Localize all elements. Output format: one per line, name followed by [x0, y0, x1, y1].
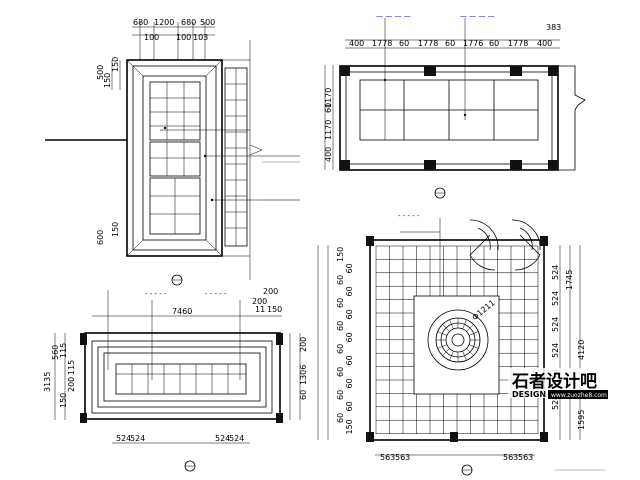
dim-br-left-9: 60 — [336, 344, 345, 354]
dim-bl-blue-1: - - - - - — [145, 290, 167, 298]
dim-br-blue-1: - - - - - — [398, 212, 420, 220]
dim-br-left-14: 60 — [345, 401, 354, 411]
dim-top-2: 1200 — [154, 18, 174, 27]
dim-br-right-2: 4120 — [577, 340, 586, 360]
dim-bl-bottom-3: 524 — [215, 434, 230, 443]
watermark-design: DESIGN — [512, 390, 546, 399]
dim-br-left-11: 60 — [336, 367, 345, 377]
dim-tr-5: 60 — [445, 39, 455, 48]
watermark-logo-text: 石者设计吧 — [511, 371, 597, 392]
dim-top-3: 680 — [181, 18, 196, 27]
dim-top-1: 680 — [133, 18, 148, 27]
dim-tr-2: 1778 — [372, 39, 392, 48]
dim-left-1: 500 — [96, 65, 105, 80]
dim-br-right-3: 1595 — [577, 410, 586, 430]
dim-tr-left-1: 1170 — [324, 88, 333, 108]
dim-br-left-15: 60 — [336, 413, 345, 423]
dim-left-3: 150 — [111, 57, 120, 72]
dim-bl-left-6: 200 — [67, 377, 76, 392]
dim-br-left-16: 150 — [345, 419, 354, 434]
dim-br-left-1: 150 — [336, 247, 345, 262]
dim-left-2: 150 — [103, 73, 112, 88]
dim-bl-main-width: 7460 — [172, 307, 192, 316]
dim-br-left-13: 60 — [336, 390, 345, 400]
dim-tr-9: 400 — [537, 39, 552, 48]
dim-bl-left-2: 150 — [59, 393, 68, 408]
dim-bl-tr-3: 11 — [255, 305, 265, 314]
dim-br-left-5: 60 — [336, 298, 345, 308]
dim-top-6: 100 — [176, 33, 191, 42]
dim-tr-left-3: 1170 — [324, 120, 333, 140]
top-right-ceiling-plan: 400 1778 60 1778 60 1776 60 1778 400 383… — [324, 12, 586, 199]
dim-tr-1: 400 — [349, 39, 364, 48]
dim-tr-corner: 383 — [546, 23, 561, 32]
dim-bl-right-2: 1306 — [299, 365, 308, 385]
dim-left-5: 150 — [111, 222, 120, 237]
dim-br-right-small-6: 524 — [551, 395, 560, 410]
dim-br-left-2: 60 — [345, 263, 354, 273]
dim-bl-left-4: 115 — [59, 343, 68, 358]
dim-bl-blue-2: - - - - - — [205, 290, 227, 298]
watermark-url: www.zuozhe8.com — [551, 392, 607, 399]
dim-tr-blue-1: — — — — — [376, 12, 411, 20]
dim-top-5: 100 — [144, 33, 159, 42]
dim-tr-left-2: 60 — [324, 103, 333, 113]
dim-tr-7: 60 — [489, 39, 499, 48]
dim-br-bottom-3: 563 — [503, 453, 518, 462]
dim-top-4: 500 — [200, 18, 215, 27]
dim-bl-left-3: 560 — [51, 345, 60, 360]
bottom-left-elevation: 200 200 11 150 - - - - - - - - - - 7460 … — [43, 287, 308, 472]
dim-br-left-3: 60 — [336, 275, 345, 285]
dim-br-left-8: 60 — [345, 332, 354, 342]
dim-bl-left-1: 3135 — [43, 372, 52, 392]
dim-tr-6: 1776 — [463, 39, 483, 48]
dim-tr-left-4: 400 — [324, 147, 333, 162]
dim-br-bottom-2: 563 — [395, 453, 410, 462]
dim-br-right-small-2: 524 — [551, 291, 560, 306]
dim-tr-4: 1778 — [418, 39, 438, 48]
dim-bl-bottom-2: 524 — [130, 434, 145, 443]
dim-tr-blue-2: — — — — — [460, 12, 495, 20]
top-left-ceiling-plan: 680 1200 680 500 100 100 103 500 150 150… — [45, 18, 300, 286]
dim-bl-tr-4: 150 — [267, 305, 282, 314]
dim-bl-tr-1: 200 — [263, 287, 278, 296]
dim-br-right-small-4: 524 — [551, 343, 560, 358]
bottom-right-floor-plan: - - - - - 150606060606060606060606060606… — [317, 212, 605, 476]
dim-tr-3: 60 — [399, 39, 409, 48]
dim-br-left-12: 60 — [345, 378, 354, 388]
dim-top-7: 103 — [193, 33, 208, 42]
dim-bl-bottom-1: 524 — [116, 434, 131, 443]
dim-br-bottom-4: 563 — [518, 453, 533, 462]
dim-bl-left-5: 115 — [67, 360, 76, 375]
dim-br-right-1: 1745 — [565, 270, 574, 290]
dim-br-left-10: 60 — [345, 355, 354, 365]
dim-bl-bottom-4: 524 — [229, 434, 244, 443]
dim-br-right-small-1: 524 — [551, 265, 560, 280]
dim-tr-8: 1778 — [508, 39, 528, 48]
dim-bl-right-1: 200 — [299, 337, 308, 352]
dim-br-left-7: 60 — [336, 321, 345, 331]
dim-bl-tr-2: 200 — [252, 297, 267, 306]
dim-br-left-6: 60 — [345, 309, 354, 319]
site-watermark: 石者设计吧 DESIGN www.zuozhe8.com — [508, 368, 640, 399]
dim-br-right-small-3: 524 — [551, 317, 560, 332]
dim-left-4: 600 — [96, 230, 105, 245]
dim-br-left-4: 60 — [345, 286, 354, 296]
dim-br-bottom-1: 563 — [380, 453, 395, 462]
dim-bl-right-3: 60 — [299, 390, 308, 400]
